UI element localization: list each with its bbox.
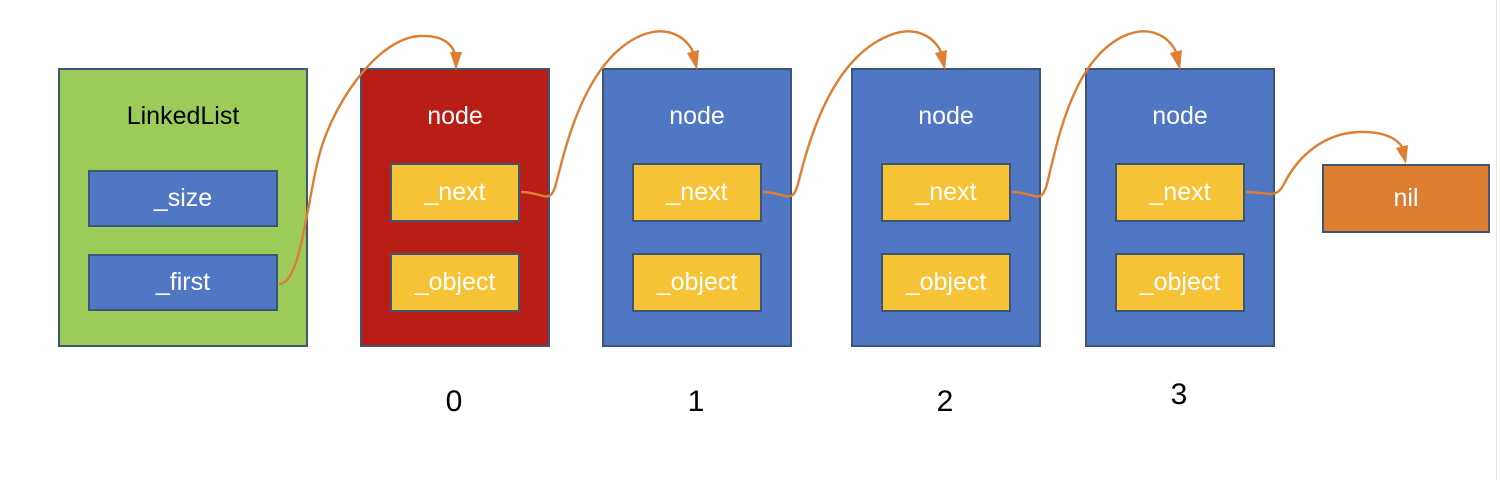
node-1-title: node	[669, 102, 725, 130]
node-2-title: node	[918, 102, 974, 130]
node-0-index: 0	[445, 385, 463, 418]
node-0-field-object[interactable]: _object	[390, 253, 520, 312]
node-0-title: node	[427, 102, 483, 130]
page-edge-divider	[1496, 0, 1497, 480]
linkedlist-title: LinkedList	[126, 102, 240, 130]
node-2-field-object[interactable]: _object	[881, 253, 1011, 312]
linkedlist-field-first[interactable]: _first	[88, 254, 278, 311]
node-3-field-next[interactable]: _next	[1115, 163, 1245, 222]
node-0-field-next[interactable]: _next	[390, 163, 520, 222]
node-2-field-next[interactable]: _next	[881, 163, 1011, 222]
node-1-field-object[interactable]: _object	[632, 253, 762, 312]
node-3-index: 3	[1170, 378, 1188, 411]
nil-label: nil	[1393, 184, 1419, 212]
linkedlist-field-size[interactable]: _size	[88, 170, 278, 227]
node-3-title: node	[1152, 102, 1208, 130]
node-3-field-object[interactable]: _object	[1115, 253, 1245, 312]
node-1-field-next[interactable]: _next	[632, 163, 762, 222]
node-2-index: 2	[936, 385, 954, 418]
node-1-index: 1	[687, 385, 705, 418]
nil-terminator: nil	[1322, 164, 1490, 233]
